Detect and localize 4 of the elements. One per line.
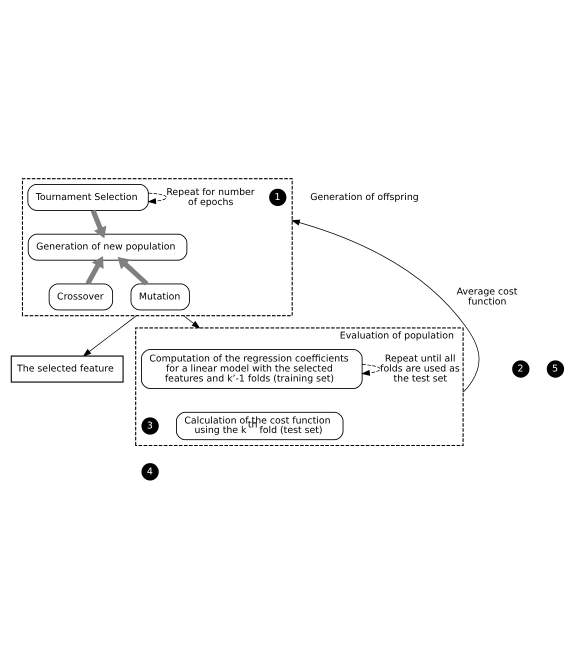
label: Generation of offspring bbox=[310, 191, 419, 202]
edge-label: Repeat for number of epochs bbox=[166, 186, 255, 208]
edge-label: Average cost function bbox=[456, 286, 518, 307]
edge-label: Repeat until all folds are used as the test set bbox=[380, 352, 460, 384]
